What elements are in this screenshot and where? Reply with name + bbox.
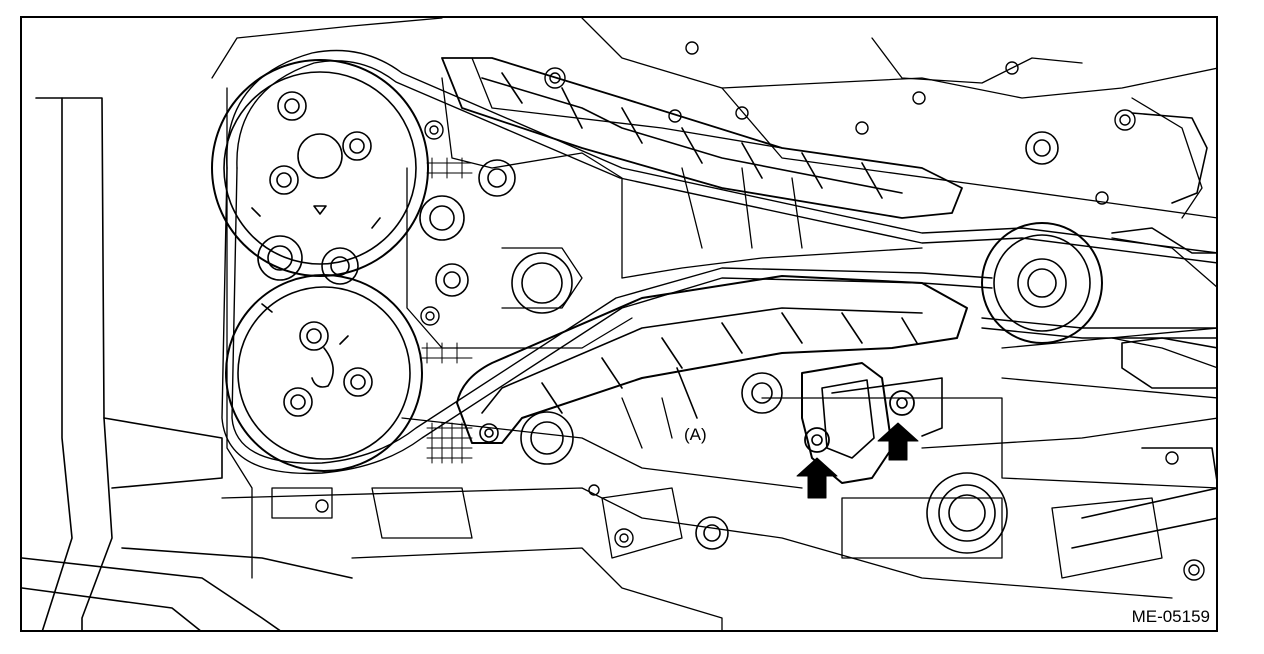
chain-tensioner-lever xyxy=(456,275,968,444)
engine-timing-chain-illustration xyxy=(22,18,1216,630)
cam-sprocket-lower xyxy=(225,274,423,472)
figure-id: ME-05159 xyxy=(1129,607,1212,626)
arrow-up-icon xyxy=(877,422,919,461)
diagram-frame: (A) ME-05159 xyxy=(20,16,1218,632)
arrow-up-icon xyxy=(796,457,838,499)
callout-label-a: (A) xyxy=(684,425,707,444)
chain-guide-upper xyxy=(441,57,963,219)
idler-gears xyxy=(257,131,1059,554)
chain-tensioner xyxy=(801,362,943,484)
hatched-areas xyxy=(421,157,473,464)
bolts xyxy=(315,41,1205,581)
support-pipe xyxy=(22,97,353,630)
crank-sprocket xyxy=(981,222,1103,344)
right-brackets xyxy=(1071,112,1216,549)
engine-block-outline xyxy=(211,18,1216,630)
timing-chain-left xyxy=(221,49,1216,475)
cam-sprocket-upper xyxy=(211,59,429,277)
